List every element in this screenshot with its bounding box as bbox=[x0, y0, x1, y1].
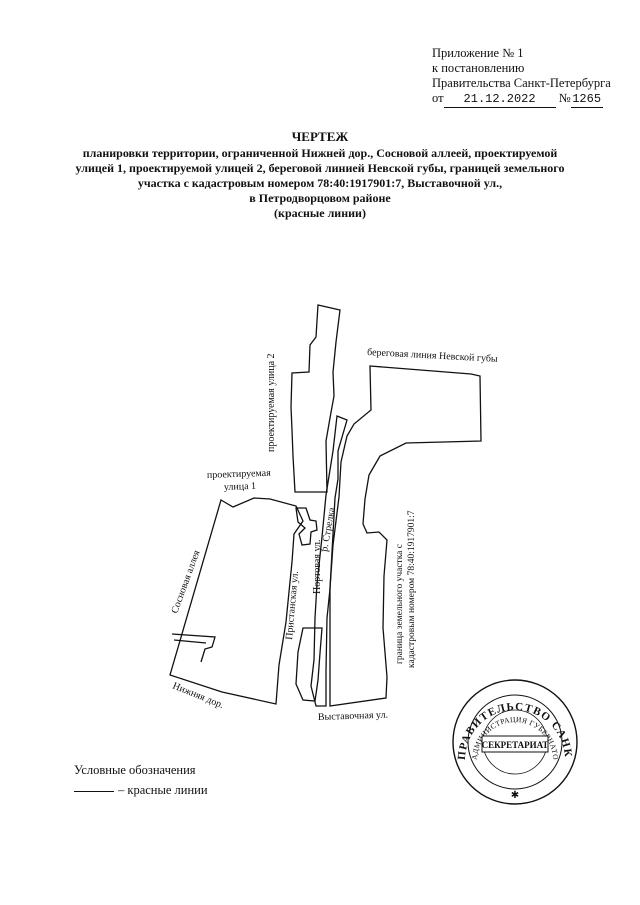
block-shore bbox=[329, 365, 482, 707]
label-portovaya: Портовая ул. bbox=[312, 539, 323, 594]
stamp-inner-text: АДМИНИСТРАЦИЯ ГУБЕРНАТОРА САНКТ-ПЕТЕРБУР… bbox=[0, 0, 560, 760]
label-street1-b: улица 1 bbox=[224, 481, 257, 493]
block-sosnovaya bbox=[169, 497, 304, 705]
legend-item-label: – красные линии bbox=[118, 783, 208, 797]
block-street2 bbox=[290, 304, 341, 493]
title-line4: в Петродворцовом районе bbox=[249, 191, 391, 205]
annex-from-label: от bbox=[432, 91, 444, 105]
drawing-title: ЧЕРТЕЖ планировки территории, ограниченн… bbox=[60, 129, 580, 221]
annex-number-label: № bbox=[558, 91, 571, 105]
annex-header: Приложение № 1 к постановлению Правитель… bbox=[432, 46, 611, 108]
block-portovaya bbox=[310, 415, 348, 707]
block-sosnovaya-inner bbox=[171, 633, 216, 663]
stamp-star: ✱ bbox=[511, 790, 519, 801]
title-line5: (красные линии) bbox=[274, 206, 366, 220]
stamp-outer-text: ПРАВИТЕЛЬСТВО САНКТ-ПЕТЕРБУРГА bbox=[0, 0, 573, 760]
svg-text:ПРАВИТЕЛЬСТВО САНКТ-ПЕТЕРБУРГА: ПРАВИТЕЛЬСТВО САНКТ-ПЕТЕРБУРГА bbox=[0, 0, 573, 760]
label-boundary-b: кадастровым номером 78:40:1917901:7 bbox=[407, 510, 417, 668]
annex-number: 1265 bbox=[570, 92, 603, 108]
annex-line1: Приложение № 1 bbox=[432, 46, 524, 60]
label-street1-a: проектируемая bbox=[207, 468, 272, 481]
annex-line2: к постановлению bbox=[432, 61, 525, 75]
legend-title: Условные обозначения bbox=[74, 763, 196, 777]
label-boundary-a: граница земельного участка с bbox=[395, 544, 405, 664]
label-vystavochnaya: Выставочная ул. bbox=[318, 710, 388, 723]
legend: Условные обозначения – красные линии bbox=[74, 760, 208, 800]
title-line1: планировки территории, ограниченной Нижн… bbox=[82, 146, 558, 160]
title-heading: ЧЕРТЕЖ bbox=[291, 129, 349, 144]
legend-line-swatch bbox=[74, 790, 114, 792]
annex-line3: Правительства Санкт-Петербурга bbox=[432, 76, 611, 90]
label-nizhnyaya: Нижняя дор. bbox=[171, 681, 225, 711]
official-stamp: ПРАВИТЕЛЬСТВО САНКТ-ПЕТЕРБУРГА АДМИНИСТР… bbox=[0, 0, 578, 805]
block-small-lots bbox=[295, 507, 318, 546]
svg-text:АДМИНИСТРАЦИЯ ГУБЕРНАТОРА САНК: АДМИНИСТРАЦИЯ ГУБЕРНАТОРА САНКТ-ПЕТЕРБУР… bbox=[0, 0, 560, 760]
title-line3: участка с кадастровым номером 78:40:1917… bbox=[137, 176, 503, 190]
title-line2: улицей 1, проектируемой улицей 2, берего… bbox=[75, 161, 565, 175]
label-street2: проектируемая улица 2 bbox=[266, 353, 277, 452]
legend-item: – красные линии bbox=[74, 780, 208, 800]
label-shore: береговая линия Невской губы bbox=[367, 347, 498, 365]
block-portovaya-lower bbox=[295, 627, 323, 702]
label-pristanskaya: Пристанская ул. bbox=[284, 571, 301, 641]
stamp-center-text: СЕКРЕТАРИАТ bbox=[482, 740, 549, 750]
annex-date: 21.12.2022 bbox=[443, 92, 556, 108]
